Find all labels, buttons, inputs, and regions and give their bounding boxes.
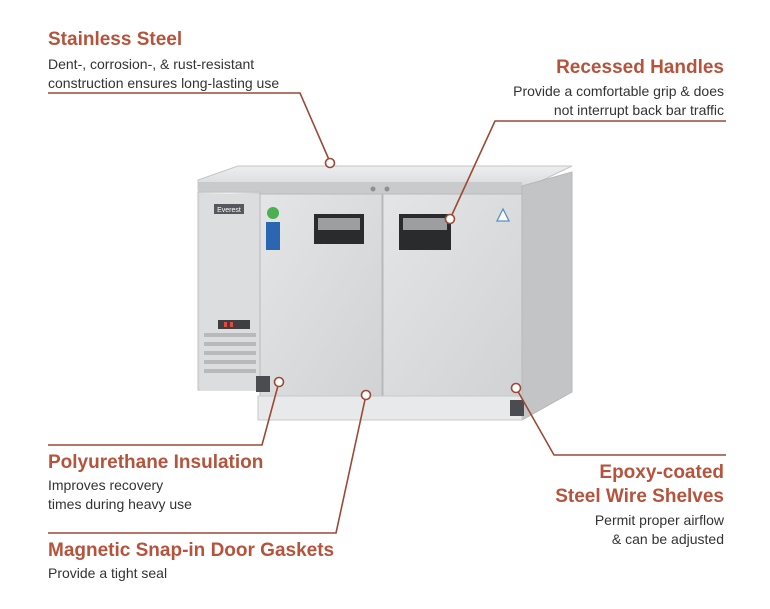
leader-lines xyxy=(48,92,726,534)
brand-text: Everest xyxy=(217,207,241,214)
temperature-display xyxy=(218,320,250,329)
recessed-handles-title: Recessed Handles xyxy=(556,57,724,78)
stainless-steel-desc: Dent-, corrosion-, & rust-resistant cons… xyxy=(48,56,280,91)
epoxy-shelves-title-line2: Steel Wire Shelves xyxy=(555,486,724,507)
epoxy-shelves-desc: Permit proper airflow & can be adjusted xyxy=(594,512,724,547)
leader-handles xyxy=(449,120,726,220)
door-gaskets-title: Magnetic Snap-in Door Gaskets xyxy=(48,540,335,561)
bottom-plinth xyxy=(257,395,523,421)
leader-insulation xyxy=(48,381,280,446)
energy-sticker xyxy=(266,222,280,250)
leader-stainless xyxy=(48,92,331,163)
right-hinge xyxy=(510,400,524,416)
brand-plate xyxy=(214,204,244,214)
stainless-steel-title: Stainless Steel xyxy=(48,29,183,50)
vent-louvers xyxy=(204,333,256,373)
leader-gaskets xyxy=(48,394,367,534)
leader-dots xyxy=(273,157,522,401)
top-front-edge xyxy=(198,182,522,194)
right-side-panel xyxy=(521,171,573,421)
polyurethane-insulation-desc: Improves recovery times during heavy use xyxy=(48,477,192,512)
epoxy-shelves-title-line1: Epoxy-coated xyxy=(599,462,724,483)
compressor-panel xyxy=(200,194,260,390)
leaf-icon xyxy=(267,207,279,219)
leader-shelves xyxy=(515,387,726,456)
recessed-handles-desc: Provide a comfortable grip & does not in… xyxy=(513,83,724,118)
warning-triangle-icon xyxy=(495,207,511,222)
left-hinge xyxy=(256,376,270,392)
cabinet: Everest xyxy=(197,165,573,421)
polyurethane-insulation-title: Polyurethane Insulation xyxy=(48,452,264,473)
door-gaskets-desc: Provide a tight seal xyxy=(48,565,168,581)
